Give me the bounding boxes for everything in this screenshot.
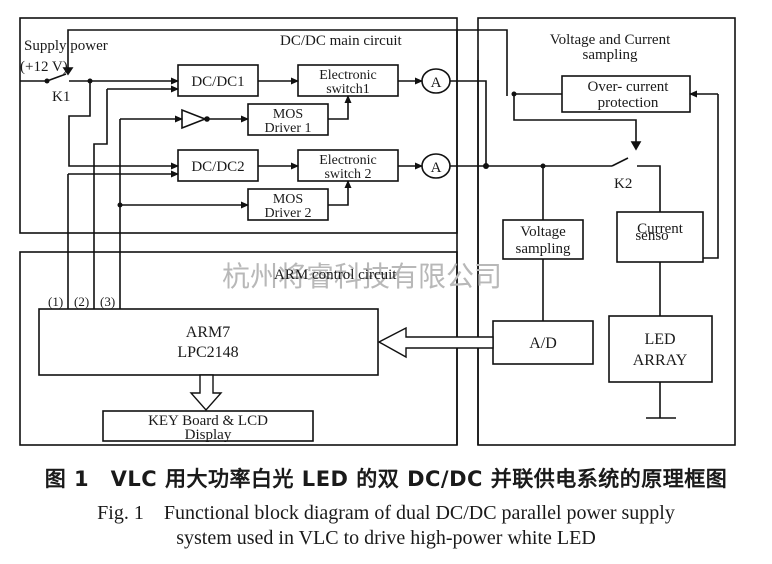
- mos-driver2-label-1: MOS: [273, 192, 303, 207]
- k2-label: K2: [614, 176, 632, 192]
- sampling-title-line2: sampling: [583, 47, 638, 63]
- block-diagram: 杭州将睿科技有限公司 Supply power (+12 V) K1 DC/DC…: [19, 17, 736, 446]
- electronic-switch1-label-2: switch1: [326, 82, 370, 97]
- figure-caption-english-line1: Fig. 1 Functional block diagram of dual …: [97, 502, 675, 524]
- voltage-sampling-label-1: Voltage: [520, 224, 566, 240]
- keyboard-lcd-label-1: KEY Board & LCD: [148, 413, 268, 429]
- electronic-switch2-label-2: switch 2: [324, 167, 371, 182]
- current-sensor-label-2: senso: [635, 228, 668, 244]
- pin-2-label: (2): [74, 294, 89, 309]
- dcdc2-label: DC/DC2: [191, 159, 244, 175]
- current-sensor-label-1: Current: [637, 221, 684, 237]
- lpc2148-label: LPC2148: [177, 344, 238, 361]
- led-array-block: [608, 315, 713, 383]
- over-current-label-1: Over- current: [588, 79, 670, 95]
- ad-label: A/D: [529, 335, 557, 352]
- supply-voltage-label: (+12 V): [20, 59, 68, 75]
- arm-to-keyboard-bus-arrow: [189, 374, 223, 412]
- arm7-lpc2148-block: [38, 308, 379, 376]
- sampling-title-line1: Voltage and Current: [550, 32, 671, 48]
- led-array-label-2: ARRAY: [633, 352, 688, 369]
- arm-control-title: ARM control circuit: [274, 267, 397, 283]
- k1-label: K1: [52, 89, 70, 105]
- pin-3-label: (3): [100, 294, 115, 309]
- arm7-label: ARM7: [186, 324, 230, 341]
- supply-power-label: Supply power: [24, 38, 108, 54]
- electronic-switch2-label-1: Electronic: [319, 153, 377, 168]
- figure-caption-chinese: 图 1 VLC 用大功率白光 LED 的双 DC/DC 并联供电系统的原理框图: [44, 467, 728, 491]
- mos-driver1-label-1: MOS: [273, 107, 303, 122]
- mos-driver2-label-2: Driver 2: [264, 206, 311, 221]
- ad-to-arm-bus-arrow: [377, 326, 494, 359]
- ammeter1-label: A: [431, 75, 442, 91]
- ammeter2-label: A: [431, 160, 442, 176]
- dcdc-main-circuit-title: DC/DC main circuit: [280, 33, 402, 49]
- figure-caption-english-line2: system used in VLC to drive high-power w…: [176, 527, 596, 549]
- buffer-amplifier-icon: [181, 108, 208, 130]
- voltage-sampling-label-2: sampling: [516, 241, 571, 257]
- watermark: 杭州将睿科技有限公司: [222, 260, 502, 293]
- led-array-label-1: LED: [644, 331, 675, 348]
- mos-driver1-label-2: Driver 1: [264, 121, 311, 136]
- over-current-label-2: protection: [598, 95, 659, 111]
- keyboard-lcd-block: [102, 410, 314, 442]
- keyboard-lcd-label-2: Display: [185, 427, 232, 443]
- pin-1-label: (1): [48, 294, 63, 309]
- electronic-switch1-label-1: Electronic: [319, 68, 377, 83]
- dcdc1-label: DC/DC1: [191, 74, 244, 90]
